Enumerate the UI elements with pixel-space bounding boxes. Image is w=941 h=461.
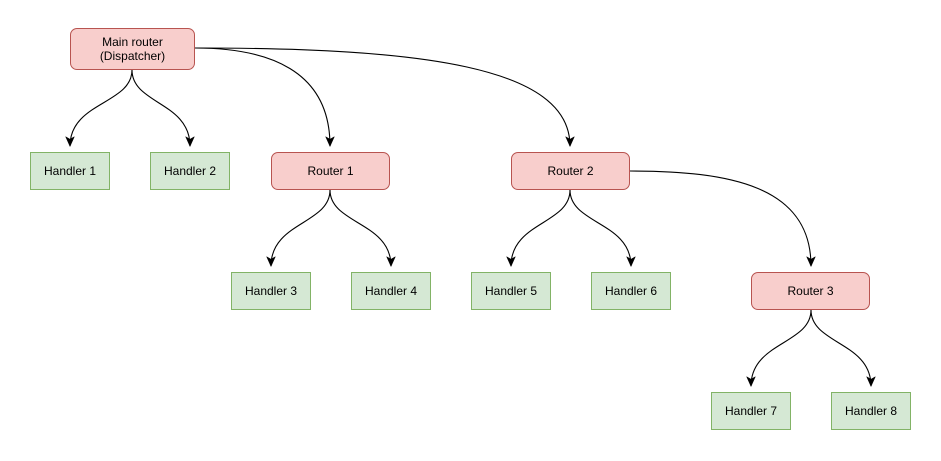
- node-handler-5[interactable]: Handler 5: [471, 272, 551, 310]
- node-router-1[interactable]: Router 1: [271, 152, 390, 190]
- node-handler-2[interactable]: Handler 2: [150, 152, 230, 190]
- edge-router-1-handler-4: [329, 189, 391, 266]
- edge-router-2-handler-5: [511, 189, 571, 266]
- node-handler-7-label: Handler 7: [724, 404, 778, 418]
- node-router-3-label: Router 3: [787, 284, 834, 298]
- edge-router-2-router-3: [629, 170, 811, 266]
- node-handler-4[interactable]: Handler 4: [351, 272, 431, 310]
- edge-router-3-handler-7: [751, 309, 812, 386]
- node-router-2-label: Router 2: [547, 164, 594, 178]
- node-handler-1-label: Handler 1: [43, 164, 97, 178]
- node-handler-6-label: Handler 6: [604, 284, 658, 298]
- node-router-1-label: Router 1: [307, 164, 354, 178]
- node-handler-6[interactable]: Handler 6: [591, 272, 671, 310]
- node-handler-8[interactable]: Handler 8: [831, 392, 911, 430]
- edge-router-1-handler-3: [271, 189, 331, 266]
- edge-router-2-handler-6: [569, 189, 631, 266]
- edge-main-router-router-1: [194, 47, 330, 146]
- edge-main-router-handler-2: [131, 69, 190, 146]
- node-main-router-label: Main router (Dispatcher): [99, 35, 166, 63]
- node-handler-3-label: Handler 3: [244, 284, 298, 298]
- node-handler-1[interactable]: Handler 1: [30, 152, 110, 190]
- edge-router-3-handler-8: [810, 309, 871, 386]
- node-router-3[interactable]: Router 3: [751, 272, 870, 310]
- edge-main-router-router-2: [194, 47, 570, 146]
- node-handler-4-label: Handler 4: [364, 284, 418, 298]
- node-main-router[interactable]: Main router (Dispatcher): [70, 28, 195, 70]
- node-handler-8-label: Handler 8: [844, 404, 898, 418]
- node-handler-2-label: Handler 2: [163, 164, 217, 178]
- edge-main-router-handler-1: [70, 69, 133, 146]
- node-router-2[interactable]: Router 2: [511, 152, 630, 190]
- node-handler-3[interactable]: Handler 3: [231, 272, 311, 310]
- node-handler-7[interactable]: Handler 7: [711, 392, 791, 430]
- node-handler-5-label: Handler 5: [484, 284, 538, 298]
